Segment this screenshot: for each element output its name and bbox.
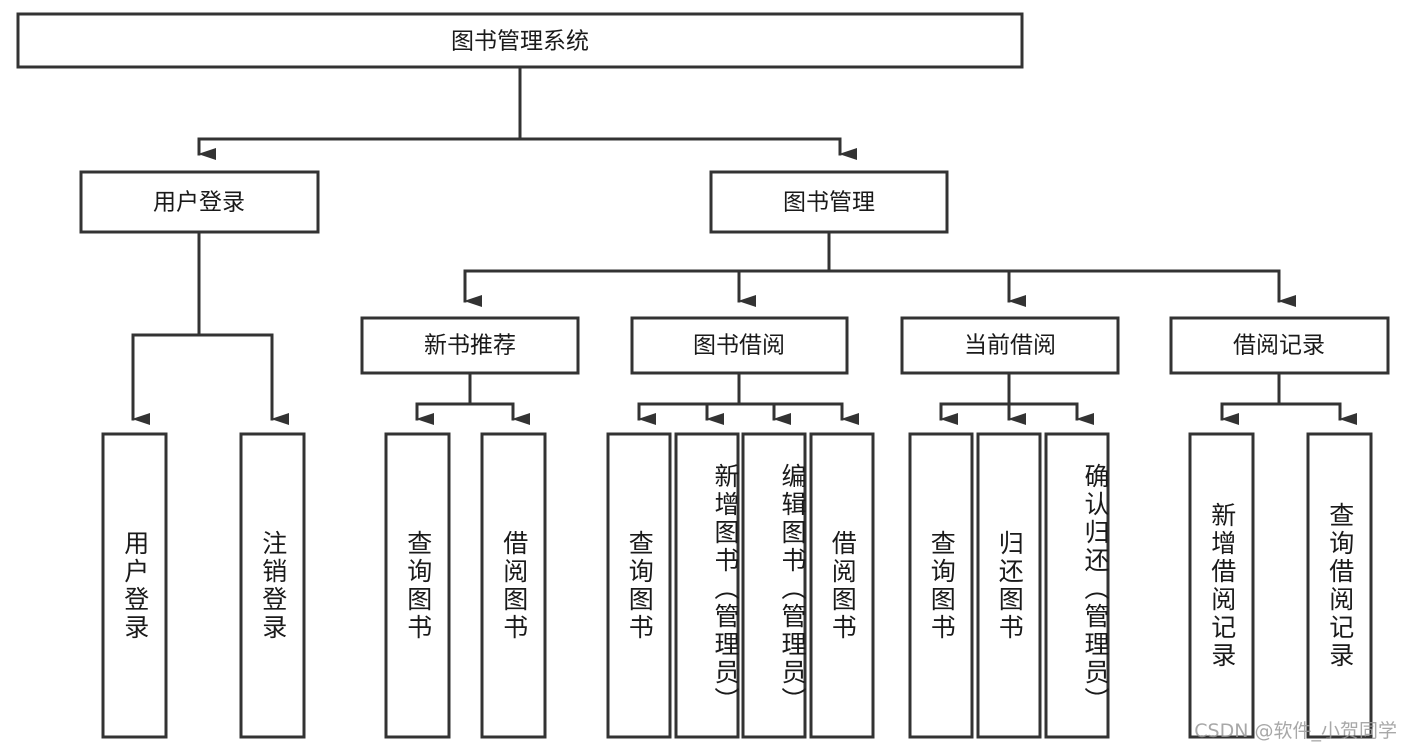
connector-book-manage-to-level2	[463, 230, 1296, 307]
node-user-login[interactable]: 用户登录	[79, 170, 320, 234]
leaf-boxes	[101, 432, 1373, 739]
connector-user-login-to-leaves	[131, 230, 289, 425]
node-leaf-query-book-2[interactable]	[606, 432, 672, 739]
node-root[interactable]: 图书管理系统	[16, 12, 1024, 69]
node-leaf-borrow-book-1[interactable]	[480, 432, 547, 739]
connector-new-book-recommend-to-leaves	[415, 371, 530, 425]
node-new-book-recommend[interactable]: 新书推荐	[360, 316, 580, 375]
node-leaf-return-book[interactable]	[976, 432, 1042, 739]
node-leaf-edit-book[interactable]	[741, 432, 807, 739]
node-leaf-add-record[interactable]	[1188, 432, 1255, 739]
node-leaf-user-logout[interactable]	[239, 432, 306, 739]
connector-borrow-record-to-leaves	[1220, 371, 1357, 425]
node-borrow-record-label: 借阅记录	[1233, 333, 1325, 359]
node-leaf-user-login[interactable]	[101, 432, 168, 739]
node-leaf-query-book-3[interactable]	[908, 432, 974, 739]
node-user-login-label: 用户登录	[153, 190, 245, 216]
node-book-manage-label: 图书管理	[783, 190, 875, 216]
node-new-book-recommend-label: 新书推荐	[424, 333, 516, 359]
node-book-borrow-label: 图书借阅	[693, 333, 785, 359]
connector-root-to-level1	[197, 65, 857, 160]
node-leaf-query-record[interactable]	[1306, 432, 1373, 739]
node-borrow-record[interactable]: 借阅记录	[1169, 316, 1390, 375]
connector-book-borrow-to-leaves	[637, 371, 859, 425]
node-leaf-add-book[interactable]	[674, 432, 740, 739]
node-root-label: 图书管理系统	[451, 29, 589, 55]
csdn-watermark: CSDN @软件_小贺同学	[1194, 720, 1397, 742]
node-book-borrow[interactable]: 图书借阅	[630, 316, 849, 375]
node-book-manage[interactable]: 图书管理	[709, 170, 949, 234]
node-leaf-query-book-1[interactable]	[384, 432, 451, 739]
node-current-borrow-label: 当前借阅	[964, 333, 1056, 359]
node-current-borrow[interactable]: 当前借阅	[900, 316, 1120, 375]
node-leaf-confirm-return[interactable]	[1044, 432, 1110, 739]
connector-current-borrow-to-leaves	[939, 371, 1094, 425]
node-leaf-borrow-book-2[interactable]	[809, 432, 875, 739]
